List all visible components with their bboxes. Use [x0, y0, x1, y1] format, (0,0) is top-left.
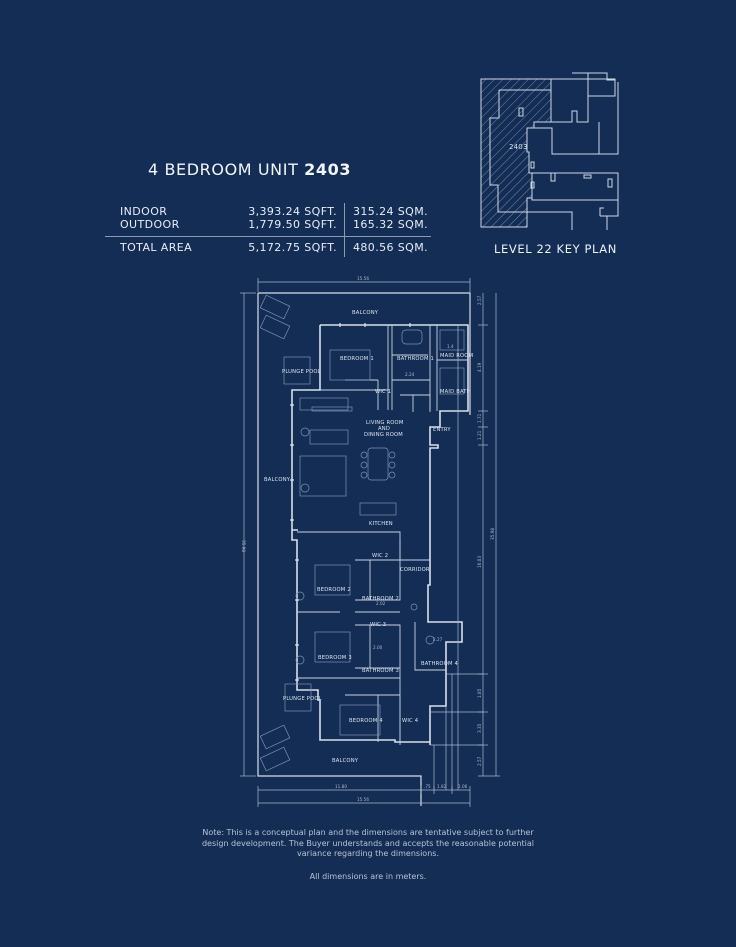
room-label: KITCHEN — [369, 521, 393, 527]
room-label: BALCONY — [352, 310, 379, 316]
dimension-label: 1.71 — [477, 413, 482, 423]
area-sqm: 480.56 SQM. — [353, 241, 429, 254]
dimension-label: 35.98 — [241, 540, 246, 552]
disclaimer-note: Note: This is a conceptual plan and the … — [201, 828, 535, 858]
units-note: All dimensions are in meters. — [309, 872, 427, 881]
key-plan-label: LEVEL 22 KEY PLAN — [494, 242, 617, 256]
room-label: LIVING ROOM — [366, 420, 404, 426]
dimension-label: 1.21 — [477, 430, 482, 440]
dimension-label: 11.80 — [335, 784, 347, 789]
room-label: AND — [378, 426, 390, 432]
area-sqm: 315.24 SQM. — [353, 205, 429, 218]
room-label: WIC 1 — [375, 389, 391, 395]
room-label: BATHROOM 4 — [421, 661, 458, 667]
area-label: OUTDOOR — [120, 218, 180, 231]
area-label: TOTAL AREA — [120, 241, 193, 254]
dimension-label: 2.57 — [477, 295, 482, 305]
dimension-label: .75 — [424, 784, 431, 789]
area-sqft: 5,172.75 SQFT. — [248, 241, 337, 254]
room-label: MAID BATH — [440, 389, 471, 395]
room-label: BALCONY — [264, 477, 291, 483]
table-divider-horizontal — [105, 236, 431, 237]
area-label: INDOOR — [120, 205, 168, 218]
area-row-total: TOTAL AREA 5,172.75 SQFT. 480.56 SQM. — [105, 241, 431, 254]
room-label: BEDROOM 2 — [317, 587, 351, 593]
room-label: CORRIDOR — [400, 567, 430, 573]
dimension-label: 2.24 — [405, 372, 415, 377]
table-divider-vertical — [344, 203, 345, 257]
room-label: BATHROOM 3 — [362, 668, 399, 674]
dimension-label: 1.85 — [477, 688, 482, 698]
dimension-label: 3.35 — [477, 723, 482, 733]
area-row-indoor: INDOOR 3,393.24 SQFT. 315.24 SQM. — [105, 205, 431, 218]
room-label: WIC 3 — [370, 622, 386, 628]
room-label: WIC 4 — [402, 718, 419, 724]
dimension-label: 35.98 — [490, 528, 495, 540]
dimension-label: 2.00 — [373, 645, 383, 650]
area-row-outdoor: OUTDOOR 1,779.50 SQFT. 165.32 SQM. — [105, 218, 431, 231]
dimension-label: 1.4 — [447, 344, 454, 349]
unit-title: 4 BEDROOM UNIT 2403 — [148, 160, 351, 179]
room-label: PLUNGE POOL — [283, 696, 322, 702]
dimension-label: 2.27 — [433, 637, 443, 642]
area-sqft: 3,393.24 SQFT. — [248, 205, 337, 218]
room-label: BEDROOM 4 — [349, 718, 383, 724]
dimension-label: 16.03 — [477, 556, 482, 568]
room-label: PLUNGE POOL — [282, 369, 321, 375]
room-label: BALCONY — [332, 758, 359, 764]
room-label: DINING ROOM — [364, 432, 403, 438]
unit-number: 2403 — [304, 160, 352, 179]
room-label: BEDROOM 3 — [318, 655, 352, 661]
area-table: INDOOR 3,393.24 SQFT. 315.24 SQM. OUTDOO… — [105, 203, 431, 257]
unit-title-prefix: 4 BEDROOM UNIT — [148, 160, 305, 179]
dimension-label: 15.56 — [357, 797, 369, 802]
room-label: WIC 2 — [372, 553, 388, 559]
dimension-label: 2.57 — [477, 756, 482, 766]
dimension-label: 15.56 — [357, 276, 369, 281]
room-label: MAID ROOM — [440, 353, 473, 359]
dimension-label: 4.19 — [477, 362, 482, 372]
room-label: BEDROOM 1 — [340, 356, 374, 362]
room-label: ENTRY — [433, 427, 451, 433]
room-label: BATHROOM 1 — [397, 356, 434, 362]
area-sqm: 165.32 SQM. — [353, 218, 429, 231]
dimension-label: 2.02 — [376, 601, 386, 606]
dimension-label: 1.82 — [437, 784, 447, 789]
dimension-label: 1.06 — [458, 784, 468, 789]
room-label: BATHROOM 2 — [362, 596, 399, 602]
area-sqft: 1,779.50 SQFT. — [248, 218, 337, 231]
key-plan-diagram: 2403 — [480, 72, 619, 230]
key-plan-unit-tag: 2403 — [509, 143, 528, 151]
